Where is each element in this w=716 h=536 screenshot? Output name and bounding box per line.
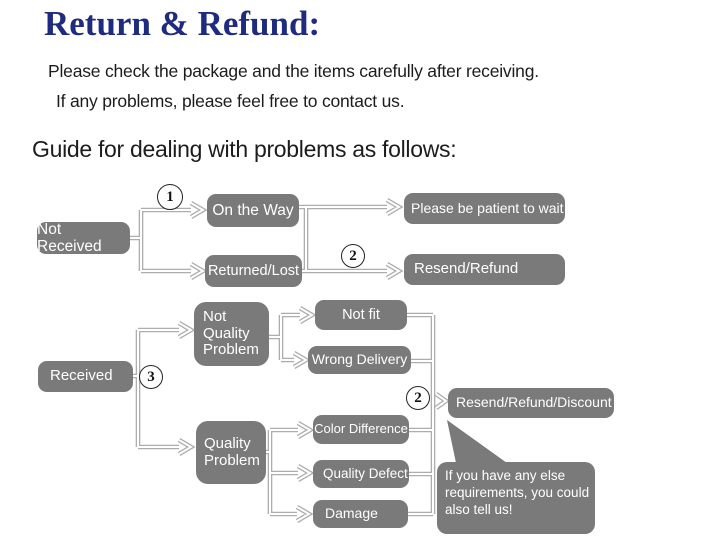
speech-bubble: If you have any else requirements, you c…	[437, 462, 595, 534]
note-line-1: Please check the package and the items c…	[48, 61, 539, 81]
node-damage: Damage	[313, 500, 408, 528]
step-marker-3-icon: 3	[139, 365, 163, 389]
node-not-received: Not Received	[37, 221, 130, 255]
step-marker-2-first-icon: 2	[341, 244, 365, 268]
bubble-line-2: requirements, you could	[445, 484, 590, 500]
note-line-2: If any problems, please feel free to con…	[56, 91, 405, 111]
speech-bubble-tail	[447, 420, 507, 463]
node-color-difference: Color Difference	[313, 415, 409, 444]
page-title: Return & Refund:	[44, 4, 321, 43]
node-returned-lost: Returned/Lost	[205, 255, 302, 287]
node-not-fit: Not fit	[315, 300, 407, 330]
guide-heading: Guide for dealing with problems as follo…	[32, 136, 457, 162]
step-marker-1-icon: 1	[157, 184, 183, 210]
node-not-quality-problem: Not Quality Problem	[194, 302, 269, 366]
node-please-be-patient: Please be patient to wait	[404, 193, 565, 224]
node-quality-defect: Quality Defect	[313, 460, 409, 488]
node-wrong-delivery: Wrong Delivery	[308, 346, 411, 374]
node-received: Received	[38, 361, 133, 392]
step-marker-2-second-icon: 2	[406, 386, 430, 410]
node-on-the-way: On the Way	[207, 194, 299, 227]
node-resend-refund-discount: Resend/Refund/Discount	[448, 388, 614, 418]
node-quality-problem: Quality Problem	[196, 421, 266, 484]
bubble-line-3: also tell us!	[445, 501, 513, 517]
node-resend-refund: Resend/Refund	[404, 254, 565, 285]
bubble-line-1: If you have any else	[445, 468, 566, 483]
